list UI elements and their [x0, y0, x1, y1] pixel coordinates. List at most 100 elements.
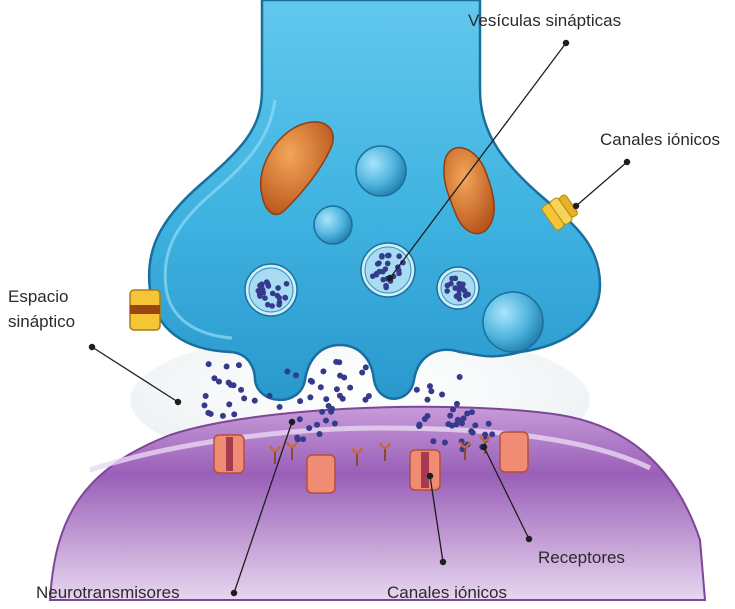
postsynaptic-neuron — [50, 407, 705, 600]
ion-channel-presynaptic-left — [130, 290, 160, 330]
neurotransmitter-dot — [363, 364, 369, 370]
neurotransmitter-dot — [323, 396, 329, 402]
neurotransmitter-dot — [270, 291, 276, 297]
neurotransmitter-dot — [211, 375, 217, 381]
neurotransmitter-dot — [319, 409, 325, 415]
neurotransmitter-dot — [416, 422, 422, 428]
filled-vesicle — [361, 243, 415, 297]
neurotransmitter-dot — [307, 394, 313, 400]
neurotransmitter-dot — [444, 288, 450, 294]
neurotransmitter-dot — [220, 413, 226, 419]
neurotransmitter-dot — [306, 425, 312, 431]
neurotransmitter-dot — [323, 418, 329, 424]
neurotransmitter-dot — [396, 253, 402, 259]
neurotransmitter-dot — [439, 392, 445, 398]
neurotransmitter-dot — [275, 285, 281, 291]
neurotransmitter-dot — [375, 261, 381, 267]
label-ion-channels-top: Canales iónicos — [600, 128, 720, 151]
label-vesicles: Vesículas sinápticas — [468, 9, 621, 32]
neurotransmitter-dot — [334, 386, 340, 392]
leader-dot — [624, 159, 629, 164]
neurotransmitter-dot — [379, 253, 385, 259]
neurotransmitter-dot — [320, 368, 326, 374]
neurotransmitter-dot — [340, 396, 346, 402]
neurotransmitter-dot — [374, 271, 380, 277]
vesicle — [356, 146, 406, 196]
neurotransmitter-dot — [336, 359, 342, 365]
leader-dot — [440, 559, 445, 564]
neurotransmitter-dot — [260, 290, 266, 296]
neurotransmitter-dot — [469, 409, 475, 415]
neurotransmitter-dot — [300, 436, 306, 442]
neurotransmitter-dot — [454, 401, 460, 407]
neurotransmitter-dot — [424, 413, 430, 419]
label-synaptic-space-line2: sináptico — [8, 310, 75, 333]
neurotransmitter-dot — [456, 292, 462, 298]
vesicle — [314, 206, 352, 244]
neurotransmitter-dot — [456, 281, 462, 287]
filled-vesicle — [245, 264, 297, 316]
neurotransmitter-dot — [337, 373, 343, 379]
neurotransmitter-dot — [445, 421, 451, 427]
neurotransmitter-dot — [347, 385, 353, 391]
neurotransmitter-dot — [269, 303, 275, 309]
neurotransmitter-dot — [259, 284, 265, 290]
neurotransmitter-dot — [284, 369, 290, 375]
neurotransmitter-dot — [332, 421, 338, 427]
neurotransmitter-dot — [486, 421, 492, 427]
neurotransmitter-dot — [293, 372, 299, 378]
neurotransmitter-dot — [482, 432, 488, 438]
ion-channel-post-3 — [410, 450, 440, 490]
neurotransmitter-dot — [277, 404, 283, 410]
neurotransmitter-dot — [295, 436, 301, 442]
neurotransmitter-dot — [326, 403, 332, 409]
neurotransmitter-dot — [380, 277, 386, 283]
neurotransmitter-dot — [385, 253, 391, 259]
neurotransmitter-dot — [428, 388, 434, 394]
neurotransmitter-dot — [252, 398, 258, 404]
neurotransmitter-dot — [457, 374, 463, 380]
neurotransmitter-dot — [226, 401, 232, 407]
neurotransmitter-dot — [449, 276, 455, 282]
neurotransmitter-dot — [317, 431, 323, 437]
neurotransmitter-dot — [427, 383, 433, 389]
ion-channel-post-1 — [214, 435, 244, 473]
label-ion-channels-bottom: Canales iónicos — [387, 581, 507, 604]
neurotransmitter-dot — [203, 393, 209, 399]
neurotransmitter-dot — [206, 361, 212, 367]
filled-vesicle — [437, 267, 479, 309]
neurotransmitter-dot — [447, 413, 453, 419]
leader-dot — [563, 40, 568, 45]
neurotransmitter-dot — [468, 428, 474, 434]
neurotransmitter-dot — [201, 402, 207, 408]
neurotransmitter-dot — [362, 397, 368, 403]
ion-channel-post-2 — [307, 455, 335, 493]
neurotransmitter-dot — [472, 422, 478, 428]
neurotransmitter-dot — [445, 283, 451, 289]
neurotransmitter-dot — [238, 387, 244, 393]
neurotransmitter-dot — [383, 266, 389, 272]
leader-dot — [387, 275, 392, 280]
neurotransmitter-dot — [309, 379, 315, 385]
leader-dot — [175, 399, 180, 404]
leader-dot — [289, 419, 294, 424]
neurotransmitter-dot — [455, 286, 461, 292]
neurotransmitter-dot — [267, 393, 273, 399]
neurotransmitter-dot — [283, 295, 289, 301]
leader-dot — [427, 473, 432, 478]
neurotransmitter-dot — [208, 411, 214, 417]
neurotransmitter-dot — [314, 422, 320, 428]
neurotransmitter-dot — [264, 279, 270, 285]
neurotransmitter-dot — [383, 285, 389, 291]
neurotransmitter-dot — [262, 295, 268, 301]
neurotransmitter-dot — [284, 281, 290, 287]
neurotransmitter-dot — [461, 415, 467, 421]
neurotransmitter-dot — [224, 364, 230, 370]
label-neurotransmitters: Neurotransmisores — [36, 581, 180, 604]
vesicle — [483, 292, 543, 352]
neurotransmitter-dot — [297, 416, 303, 422]
leader-ion-top — [576, 162, 627, 206]
neurotransmitter-dot — [236, 362, 242, 368]
leader-dot — [89, 344, 94, 349]
